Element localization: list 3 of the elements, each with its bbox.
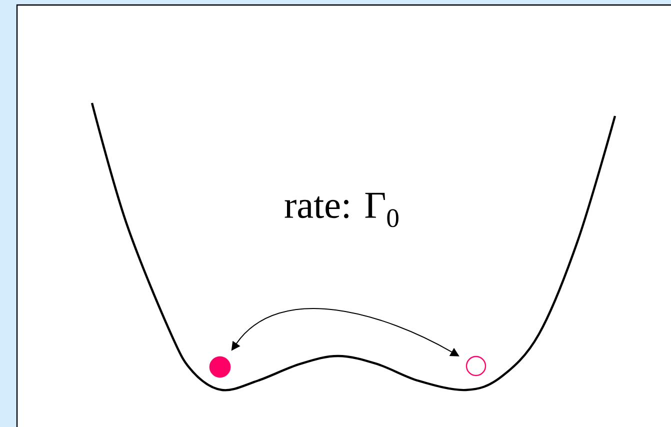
open-dot xyxy=(466,356,486,376)
rate-label: rate: Γ$_{0}$ xyxy=(284,192,398,228)
filled-dot xyxy=(209,356,231,378)
